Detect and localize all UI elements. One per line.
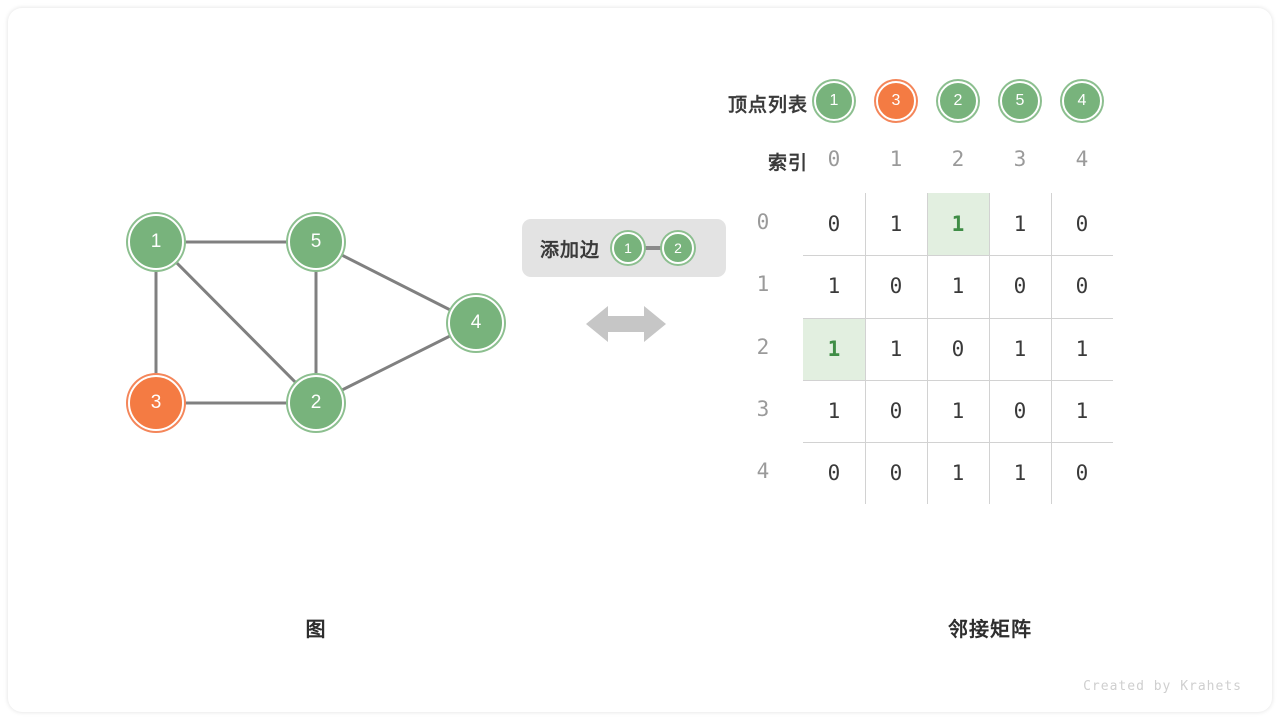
matrix-highlight-cell: [803, 318, 865, 380]
index-label-1: 1: [889, 147, 903, 171]
graph-edge: [315, 321, 477, 405]
matrix-cell-4-4: 0: [1075, 461, 1089, 485]
matrix-cell-4-3: 1: [1013, 461, 1027, 485]
matrix-cell-2-3: 1: [1013, 337, 1027, 361]
matrix-row-label-1: 1: [756, 272, 770, 296]
matrix-cell-0-4: 0: [1075, 212, 1089, 236]
index-row-label: 索引: [767, 153, 808, 174]
matrix-cell-0-2: 1: [951, 212, 965, 236]
matrix-gridline-horizontal: [803, 380, 1113, 381]
add-edge-label: 添加边: [540, 239, 601, 261]
graph-node-2: 2: [288, 375, 344, 431]
matrix-cell-1-2: 1: [951, 274, 965, 298]
matrix-cell-4-1: 0: [889, 461, 903, 485]
matrix-row-label-4: 4: [756, 459, 770, 483]
matrix-gridline-horizontal: [803, 442, 1113, 443]
matrix-cell-3-0: 1: [827, 399, 841, 423]
matrix-cell-1-4: 0: [1075, 274, 1089, 298]
matrix-cell-3-2: 1: [951, 399, 965, 423]
vertex-list-node-2: 2: [938, 81, 978, 121]
index-label-0: 0: [827, 147, 841, 171]
matrix-cell-2-1: 1: [889, 337, 903, 361]
graph-node-1: 1: [128, 214, 184, 270]
graph-node-3: 3: [128, 375, 184, 431]
double-headed-arrow-icon: [586, 306, 666, 342]
matrix-cell-2-4: 1: [1075, 337, 1089, 361]
graph-caption: 图: [305, 619, 327, 641]
matrix-row-label-0: 0: [756, 210, 770, 234]
graph-edge: [154, 240, 318, 405]
vertex-list-label: 顶点列表: [727, 95, 808, 116]
matrix-cell-1-3: 0: [1013, 274, 1027, 298]
index-label-4: 4: [1075, 147, 1089, 171]
badge-node-b: 2: [662, 232, 695, 264]
matrix-cell-3-4: 1: [1075, 399, 1089, 423]
matrix-gridline-horizontal: [803, 318, 1113, 319]
vertex-list-node-1: 3: [876, 81, 916, 121]
matrix-cell-2-0: 1: [827, 337, 841, 361]
matrix-cell-3-3: 0: [1013, 399, 1027, 423]
graph-edges: [154, 240, 477, 405]
matrix-caption: 邻接矩阵: [948, 619, 1032, 641]
matrix-cell-1-0: 1: [827, 274, 841, 298]
matrix-row-label-3: 3: [756, 397, 770, 421]
vertex-list-node-0: 1: [814, 81, 854, 121]
graph-edge: [315, 240, 477, 325]
badge-node-pair: 1 2: [612, 232, 695, 264]
matrix-cell-0-1: 1: [889, 212, 903, 236]
graph-node-4: 4: [448, 295, 504, 351]
matrix-gridline-horizontal: [803, 255, 1113, 256]
add-edge-badge: 添加边 1 2: [522, 219, 726, 277]
index-label-2: 2: [951, 147, 965, 171]
matrix-gridline-vertical: [1051, 193, 1052, 504]
matrix-cell-4-0: 0: [827, 461, 841, 485]
badge-node-a: 1: [612, 232, 645, 264]
vertex-list-node-3: 5: [1000, 81, 1040, 121]
matrix-cell-3-1: 0: [889, 399, 903, 423]
credit-text: Created by Krahets: [1083, 679, 1242, 694]
matrix-cell-0-0: 0: [827, 212, 841, 236]
matrix-cell-1-1: 0: [889, 274, 903, 298]
matrix-cell-0-3: 1: [1013, 212, 1027, 236]
matrix-highlight-cell: [927, 193, 989, 255]
matrix-cell-2-2: 0: [951, 337, 965, 361]
vertex-list-node-4: 4: [1062, 81, 1102, 121]
matrix-row-label-2: 2: [756, 335, 770, 359]
badge-edge-link: [642, 246, 665, 250]
matrix-gridline-vertical: [865, 193, 866, 504]
matrix-cell-4-2: 1: [951, 461, 965, 485]
index-label-3: 3: [1013, 147, 1027, 171]
matrix-gridline-vertical: [989, 193, 990, 504]
matrix-gridline-vertical: [927, 193, 928, 504]
graph-node-5: 5: [288, 214, 344, 270]
